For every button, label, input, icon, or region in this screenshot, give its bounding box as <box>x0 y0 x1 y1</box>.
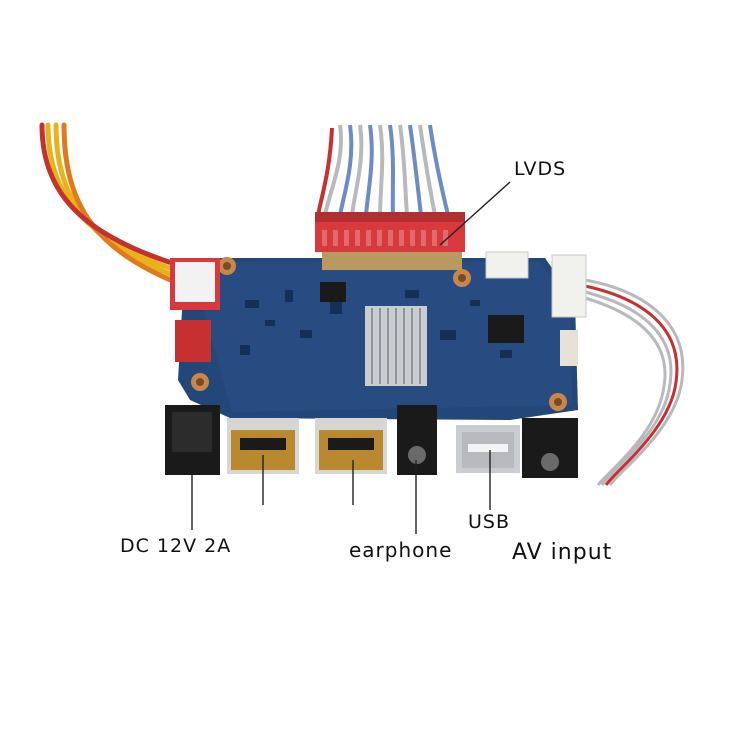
right-ribbon-cable <box>584 278 685 486</box>
lvds-leader-line <box>439 181 511 246</box>
dc-power-label: DC 12V 2A <box>120 535 232 557</box>
hdmi-port-2 <box>315 418 387 474</box>
leader-lines <box>191 181 511 534</box>
av-input-label: AV input <box>512 540 613 565</box>
lvds-connector <box>315 212 465 270</box>
av-input-jack <box>522 418 578 478</box>
white-connector-side <box>560 330 578 366</box>
ic-chip-small <box>320 282 346 302</box>
power-wires <box>39 122 178 285</box>
white-connector-right <box>551 254 587 318</box>
white-connector-top <box>485 251 529 279</box>
usb-port <box>456 425 520 473</box>
smd-components <box>240 290 512 358</box>
mounting-holes <box>191 257 567 411</box>
heatsink-icon <box>365 306 427 386</box>
lvds-label: LVDS <box>514 158 567 180</box>
usb-label: USB <box>468 511 511 533</box>
earphone-jack <box>397 405 437 475</box>
dc-jack <box>165 405 220 475</box>
ic-chip <box>488 315 524 343</box>
lvds-cable <box>316 124 450 216</box>
power-connector <box>170 258 220 362</box>
earphone-label: earphone <box>349 538 453 562</box>
